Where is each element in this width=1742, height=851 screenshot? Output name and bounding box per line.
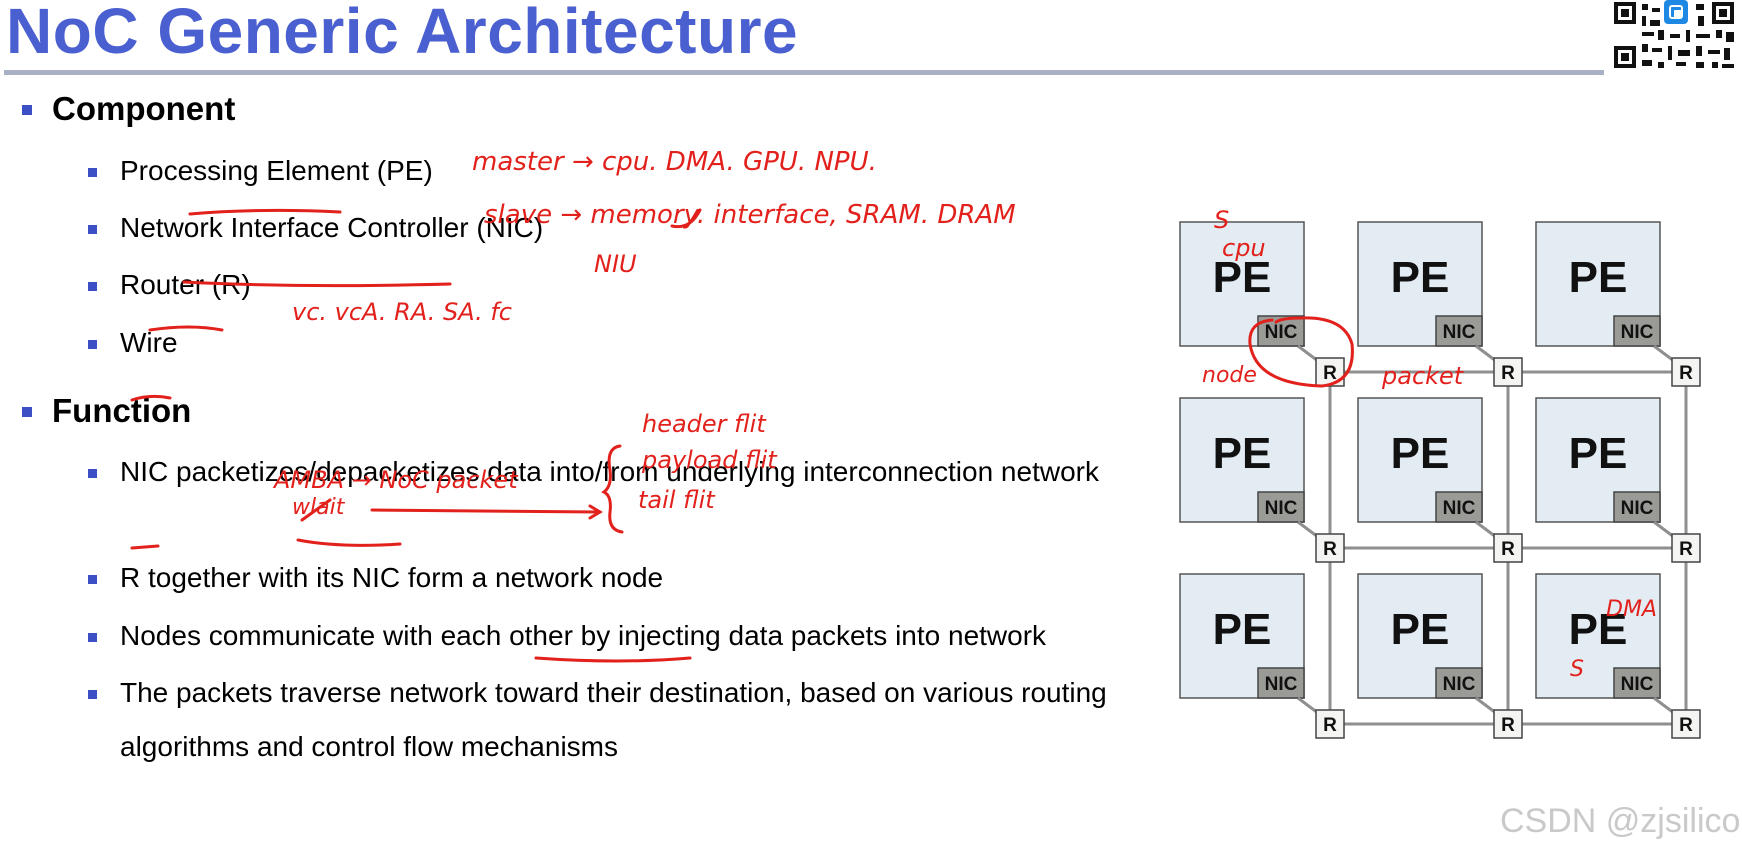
nic-label: NIC — [1621, 322, 1654, 343]
router-label: R — [1323, 539, 1337, 560]
mesh-wires — [1328, 370, 1688, 726]
router-block — [1493, 533, 1523, 563]
bullet-square — [88, 469, 97, 478]
router-block — [1671, 533, 1701, 563]
nic-label: NIC — [1621, 498, 1654, 519]
network-node: PE NIC R — [1179, 221, 1345, 387]
router-label: R — [1679, 539, 1693, 560]
pe-label: PE — [1213, 429, 1272, 478]
slide-title: NoC Generic Architecture — [6, 0, 799, 67]
annotation-master: master → cpu. DMA. GPU. NPU. — [472, 147, 877, 177]
nic-block — [1257, 667, 1305, 699]
nic-label: NIC — [1621, 674, 1654, 695]
router-label: R — [1323, 715, 1337, 736]
watermark: CSDN @zjsilicon — [1500, 802, 1742, 840]
nic-block — [1435, 491, 1483, 523]
router-block — [1315, 709, 1345, 739]
mesh-nodes: PE NIC R PE NIC R PE NIC R PE NIC R PE NIC R PE NIC R PE NI… — [1179, 221, 1701, 739]
router-label: R — [1323, 363, 1337, 384]
nic-block — [1435, 315, 1483, 347]
pe-label: PE — [1213, 605, 1272, 654]
router-label: R — [1679, 715, 1693, 736]
underline — [296, 538, 402, 547]
nic-block — [1613, 667, 1661, 699]
nic-block — [1613, 315, 1661, 347]
bullet-square — [88, 168, 97, 177]
network-node: PE NIC R — [1179, 573, 1345, 739]
network-node: PE NIC R — [1357, 397, 1523, 563]
pe-label: PE — [1569, 253, 1628, 302]
router-block — [1493, 709, 1523, 739]
router-label: R — [1501, 363, 1515, 384]
nic-label: NIC — [1265, 498, 1298, 519]
nic-block — [1435, 667, 1483, 699]
pe-label: PE — [1569, 429, 1628, 478]
router-label: R — [1501, 539, 1515, 560]
network-node: PE NIC R — [1535, 397, 1701, 563]
annotation-router: vc. vcA. RA. SA. fc — [292, 298, 512, 326]
nic-label: NIC — [1265, 322, 1298, 343]
router-label: R — [1501, 715, 1515, 736]
pe-label: PE — [1569, 605, 1628, 654]
bullet-square — [88, 690, 97, 699]
bullet-square — [88, 340, 97, 349]
bullet-square — [88, 282, 97, 291]
pe-label: PE — [1391, 605, 1450, 654]
router-block — [1671, 709, 1701, 739]
annotation-curve — [670, 208, 702, 229]
router-label: R — [1679, 363, 1693, 384]
title-divider — [4, 70, 1604, 75]
nic-block — [1613, 491, 1661, 523]
noc-mesh-diagram: PE NIC R PE NIC R PE NIC R PE NIC R PE NIC R PE NIC R PE NI… — [1179, 221, 1701, 739]
router-block — [1315, 533, 1345, 563]
nic-block — [1257, 491, 1305, 523]
router-block — [1493, 357, 1523, 387]
network-node: PE NIC R — [1357, 221, 1523, 387]
nic-label: NIC — [1265, 674, 1298, 695]
annotation-niu: NIU — [594, 250, 637, 278]
annotation-header-flit: header flit — [642, 410, 767, 438]
annotation-slave: slave → memory. interface, SRAM. DRAM — [484, 200, 1016, 230]
underline — [300, 498, 332, 522]
network-node: PE NIC R — [1535, 221, 1701, 387]
underline — [130, 544, 160, 550]
bullet-square — [88, 633, 97, 642]
pe-label: PE — [1391, 429, 1450, 478]
nic-label: NIC — [1443, 674, 1476, 695]
bullet-square — [88, 225, 97, 234]
network-node: PE NIC R — [1179, 397, 1345, 563]
nic-label: NIC — [1443, 322, 1476, 343]
router-block — [1671, 357, 1701, 387]
pe-label: PE — [1391, 253, 1450, 302]
bullet-square — [22, 407, 32, 417]
nic-label: NIC — [1443, 498, 1476, 519]
network-node: PE NIC R — [1535, 573, 1701, 739]
bullet-square — [22, 105, 32, 115]
pe-label: PE — [1213, 253, 1272, 302]
qr-code-icon — [1612, 0, 1738, 72]
network-node: PE NIC R — [1357, 573, 1523, 739]
bullet-square — [88, 575, 97, 584]
annotation-arrow — [370, 504, 603, 520]
